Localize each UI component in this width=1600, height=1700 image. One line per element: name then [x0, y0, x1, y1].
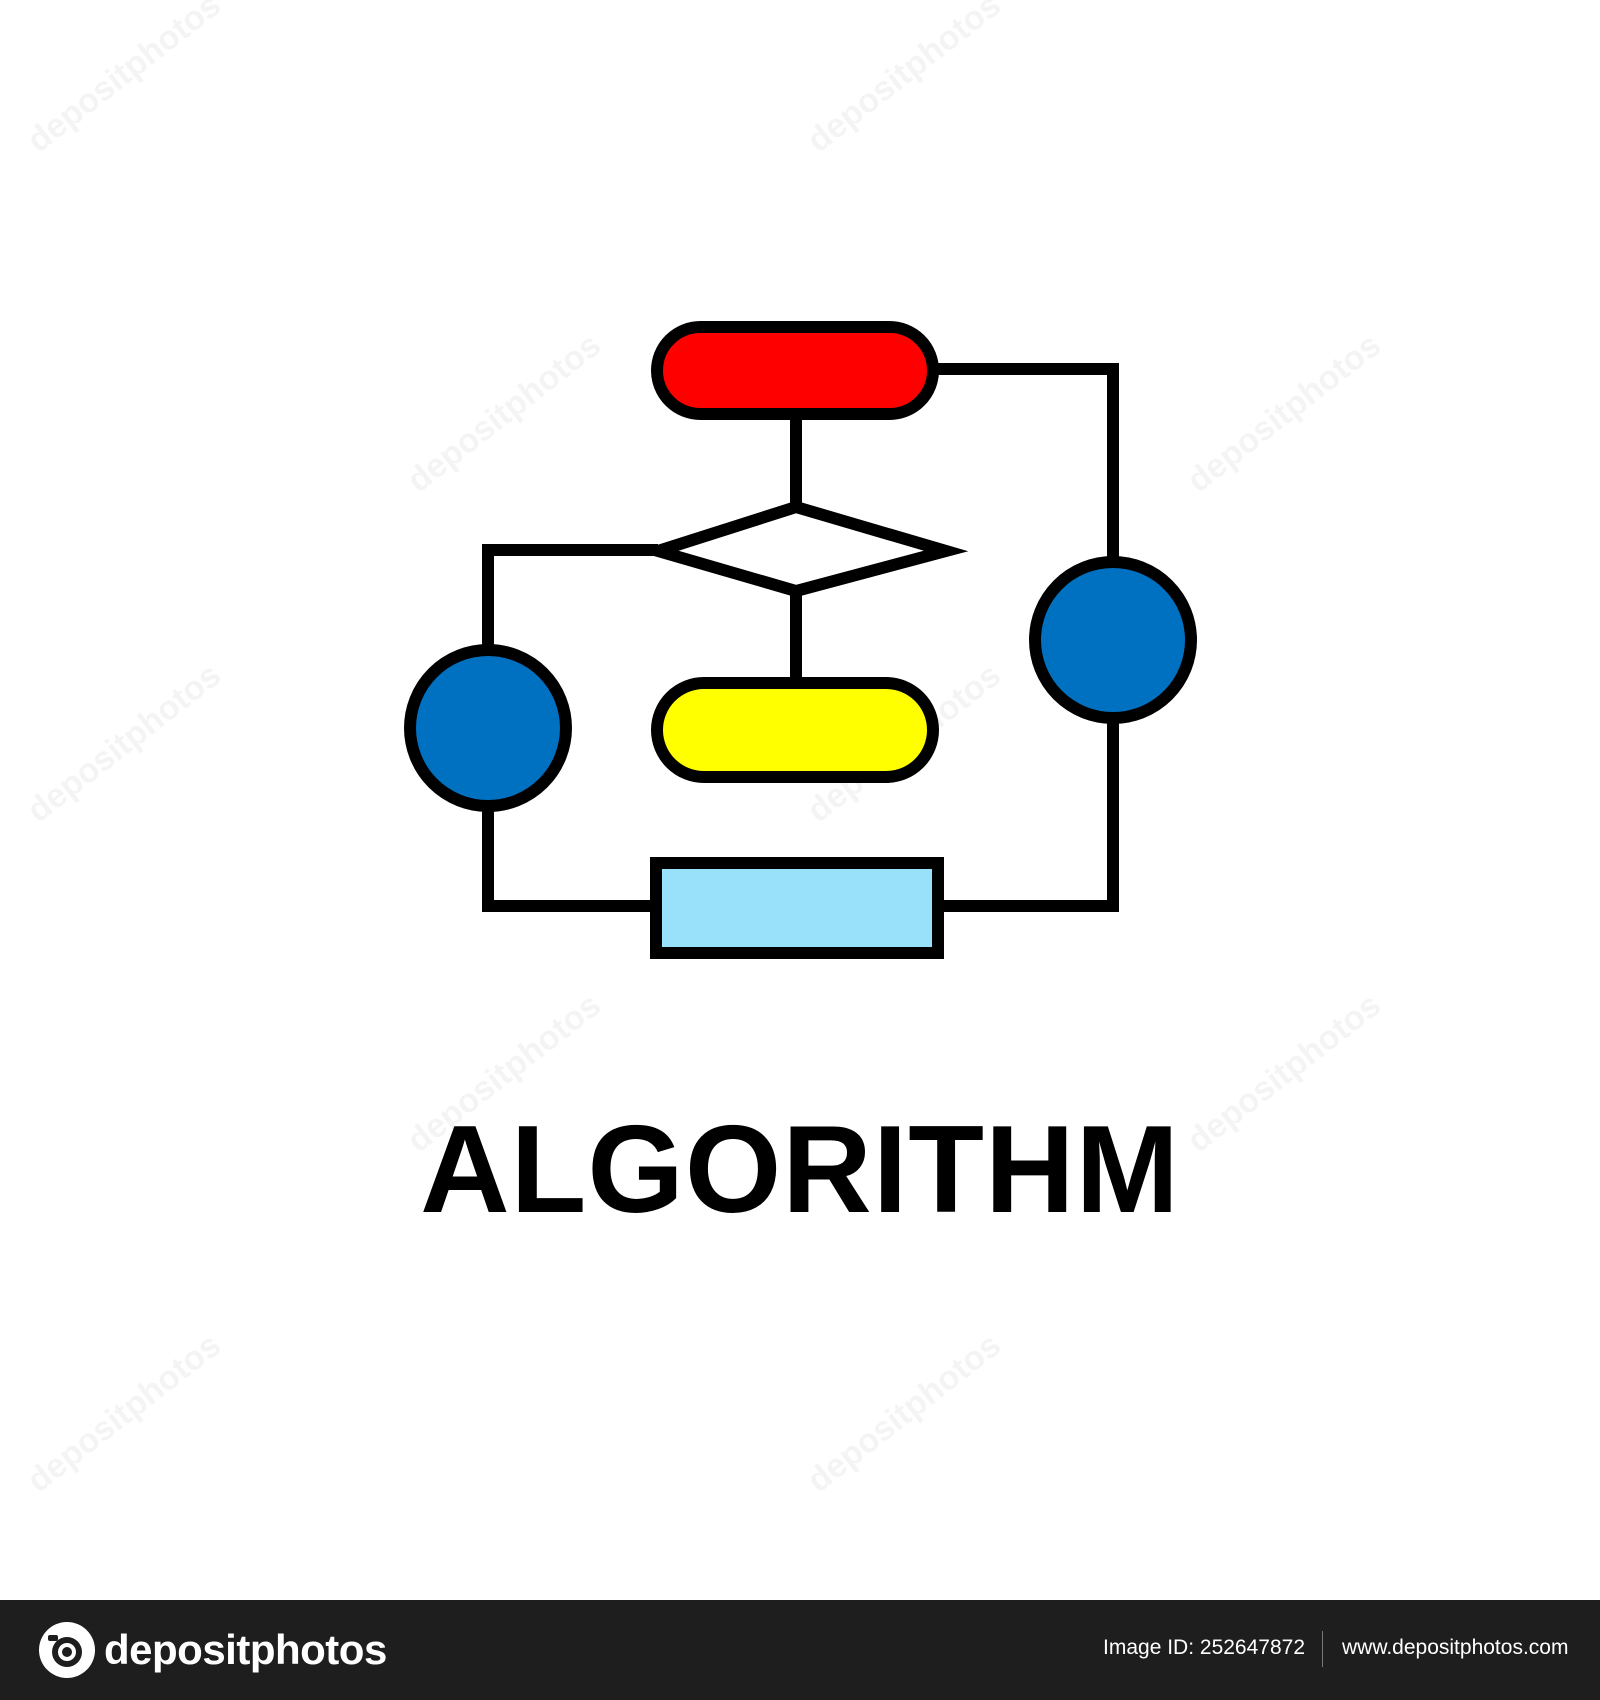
line-right-node-to-start — [933, 363, 1119, 558]
right-connector-node — [1029, 556, 1197, 724]
brand-logo-text: depositphotos — [104, 1626, 387, 1673]
start-terminal — [651, 321, 939, 420]
line-process-to-right-node — [938, 722, 1119, 912]
line-left-node-to-process — [482, 810, 653, 912]
stock-footer-bar: depositphotos Image ID: 252647872 www.de… — [0, 1600, 1600, 1700]
artboard: depositphotos depositphotos depositphoto… — [20, 0, 1388, 1500]
line-decision-to-left-node — [482, 544, 658, 646]
left-connector-node — [404, 644, 572, 812]
site-url-link[interactable]: www.depositphotos.com — [1342, 1636, 1569, 1659]
camera-logo-icon — [39, 1622, 95, 1678]
footer-divider — [1322, 1631, 1323, 1667]
process-box — [650, 857, 944, 959]
flowchart-icon — [404, 321, 1197, 959]
connector-lines — [482, 363, 1119, 912]
image-id-label: Image ID: 252647872 — [1103, 1636, 1305, 1659]
decision-diamond — [637, 500, 969, 598]
end-terminal — [651, 677, 939, 783]
page-title: ALGORITHM — [420, 1101, 1180, 1239]
